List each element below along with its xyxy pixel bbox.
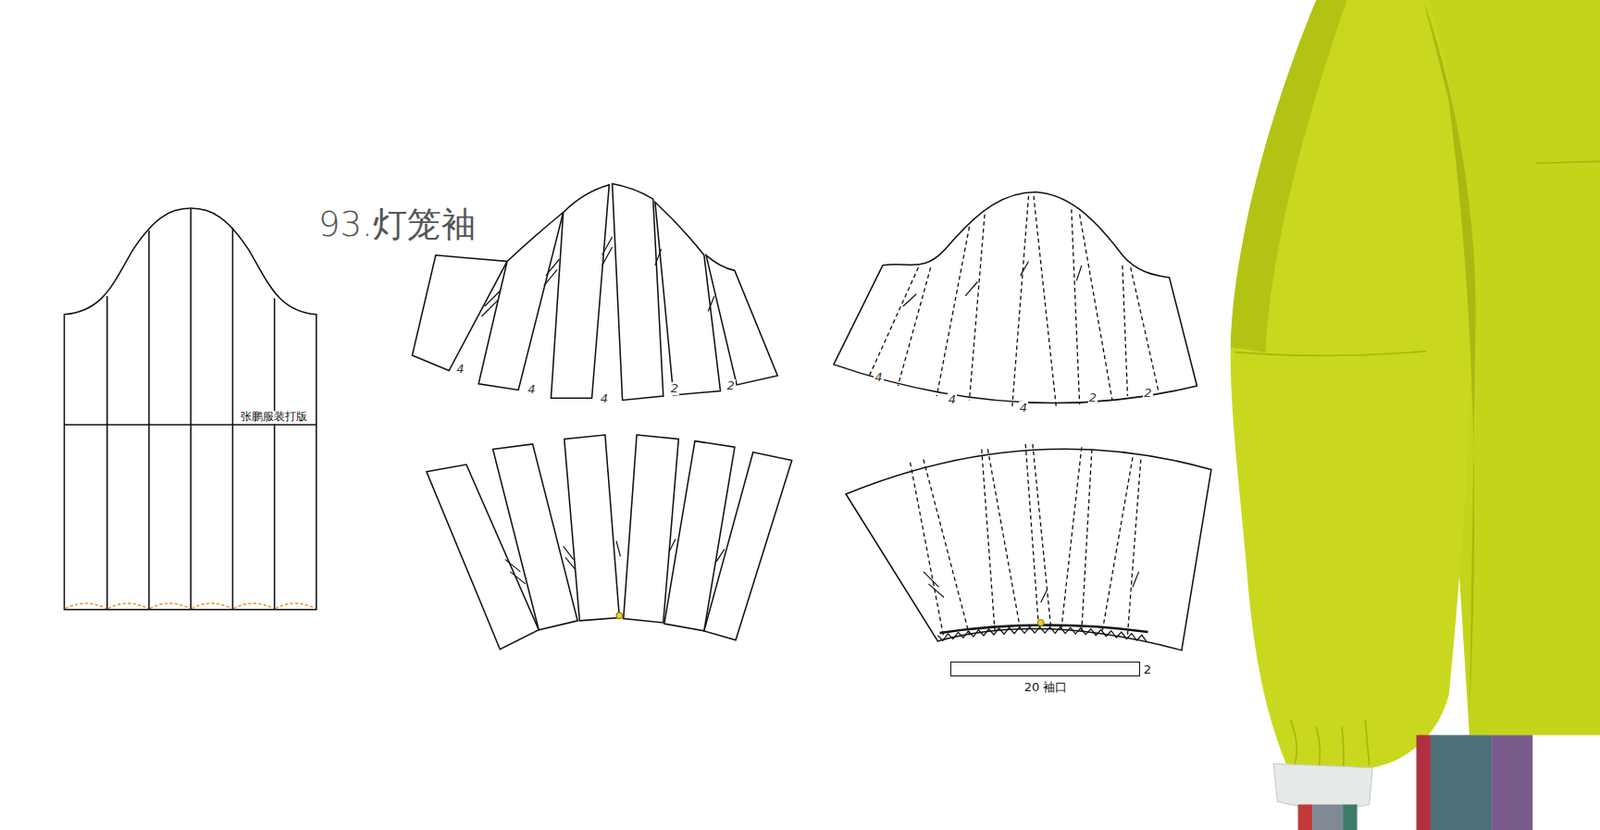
seam-allowance-number: 2 — [1142, 386, 1153, 400]
original-sleeve — [63, 208, 316, 610]
seam-allowance-number: 4 — [599, 392, 609, 406]
spread-lower-pieces — [426, 434, 793, 650]
sleeve-render — [1230, 0, 1600, 830]
cuff-label: 20 袖口 — [1024, 681, 1068, 695]
seam-allowance-number: 2 — [669, 382, 680, 396]
dart-marks-lower — [505, 539, 725, 585]
cuff-width: 2 — [1143, 663, 1152, 677]
seam-allowance-number: 4 — [1018, 401, 1029, 415]
notch-mark — [616, 612, 623, 620]
diagram-title: 93.灯笼袖 — [318, 206, 476, 245]
seam-allowance-number: 4 — [526, 383, 536, 397]
trued-lower-piece — [845, 444, 1212, 651]
seam-allowance-number: 4 — [455, 362, 465, 376]
trued-cap-piece — [833, 191, 1198, 407]
watermark: 张鹏服装打版 — [240, 410, 308, 423]
dart-marks — [481, 236, 714, 317]
seam-allowance-number: 2 — [1088, 391, 1098, 405]
seam-allowance-number: 4 — [947, 393, 957, 407]
seam-allowance-number: 4 — [873, 371, 883, 385]
gather-arcs — [65, 603, 316, 609]
seam-allowance-number: 2 — [725, 379, 735, 393]
cuff-rectangle: 20 袖口2 — [950, 661, 1141, 678]
